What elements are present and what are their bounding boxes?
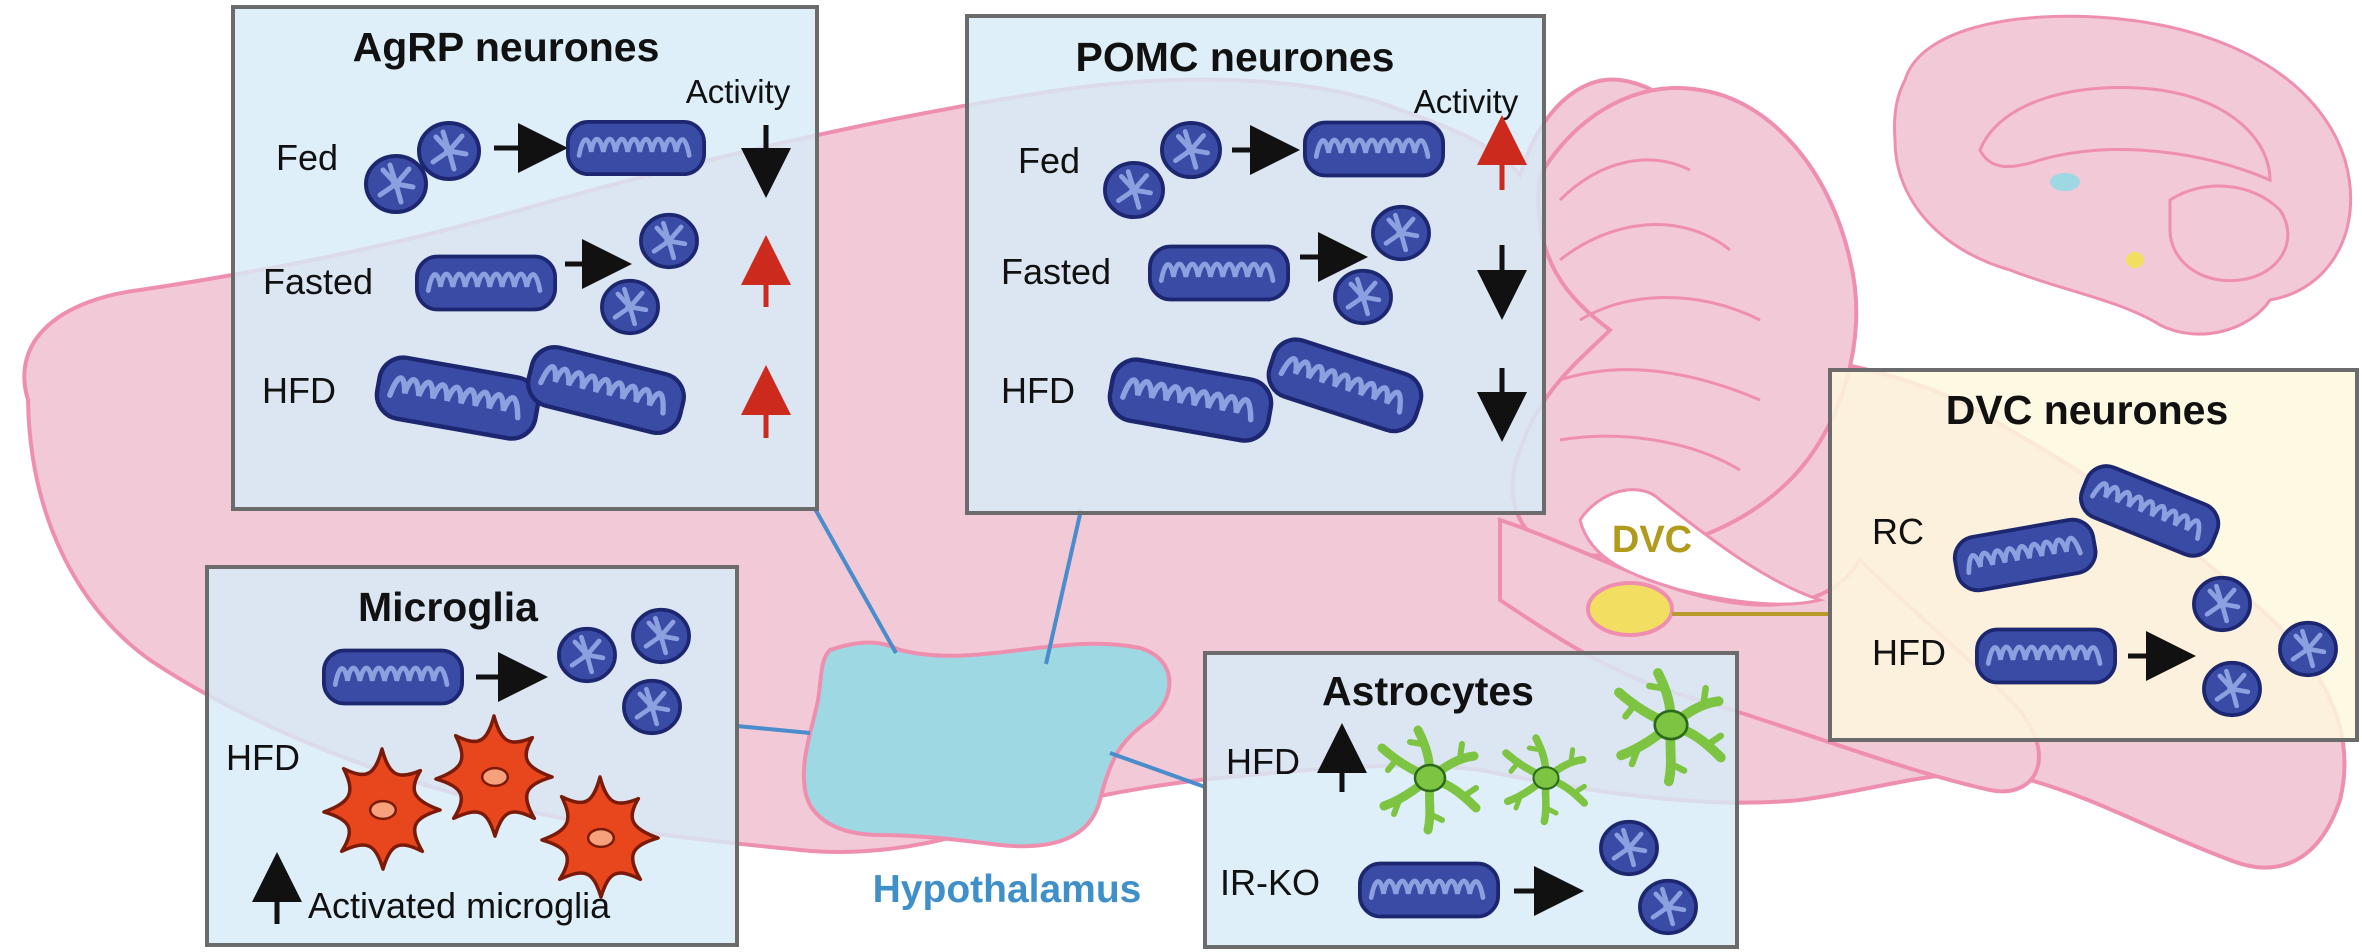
- mitochondrion-small: [1105, 163, 1163, 217]
- cerebellum-shape: [1510, 86, 1859, 558]
- dvc-panel: DVC neurones RC HFD: [1828, 368, 2359, 742]
- astrocytes-condition-hfd: HFD: [1226, 741, 1300, 782]
- agrp-condition-fasted: Fasted: [263, 261, 373, 302]
- mitochondrion-small: [1601, 822, 1657, 874]
- connector-pomc: [1044, 509, 1083, 665]
- connector-microglia: [736, 724, 811, 735]
- mitochondrion-small: [1335, 271, 1391, 323]
- microglia-title: Microglia: [358, 584, 539, 630]
- mitochondrion-small: [641, 215, 697, 267]
- dvc-region: DVC: [1586, 519, 1830, 637]
- pomc-condition-hfd: HFD: [1001, 370, 1075, 411]
- connector-astrocytes: [1109, 751, 1206, 789]
- mitochondrion-small: [1640, 881, 1696, 933]
- dvc-label: DVC: [1612, 519, 1692, 561]
- astrocytes-title: Astrocytes: [1322, 668, 1534, 714]
- mitochondrion-elongated: [417, 256, 555, 309]
- mitochondrion-elongated: [1150, 246, 1288, 299]
- fourth-ventricle-notch: [1578, 488, 1826, 606]
- mitochondrion-small: [559, 629, 615, 681]
- agrp-panel: AgRP neurones Activity Fed Fasted HFD: [231, 5, 819, 511]
- mitochondrion-small: [1162, 123, 1220, 177]
- mitochondrion-small: [1373, 207, 1429, 259]
- mitochondrion-small: [602, 281, 658, 333]
- agrp-title: AgRP neurones: [353, 24, 660, 70]
- pomc-activity-label: Activity: [1414, 83, 1519, 120]
- mitochondrion-small: [419, 123, 479, 179]
- brain-inset-icon: [1893, 14, 2353, 336]
- mitochondrion-elongated: [1360, 863, 1498, 916]
- agrp-activity-label: Activity: [686, 73, 791, 110]
- cerebellum-folds: [1558, 158, 1761, 472]
- hypothalamus-label: Hypothalamus: [873, 868, 1142, 911]
- astrocytes-panel: Astrocytes HFD IR-KO: [1203, 651, 1739, 949]
- mitochondrion-small: [2204, 663, 2260, 715]
- connector-agrp: [812, 506, 898, 654]
- mitochondrion-elongated: [568, 122, 704, 174]
- pomc-panel: POMC neurones Activity Fed Fasted HFD: [965, 14, 1546, 515]
- mitochondrion-elongated: [324, 650, 462, 703]
- dvc-shape: [1586, 581, 1674, 637]
- dvc-panel-title: DVC neurones: [1946, 387, 2229, 433]
- mitochondrion-elongated: [1977, 629, 2115, 682]
- mitochondrion-small: [2280, 623, 2336, 675]
- agrp-condition-hfd: HFD: [262, 370, 336, 411]
- dvc-condition-rc: RC: [1872, 511, 1924, 552]
- hypothalamus-shape: [801, 640, 1172, 849]
- astrocytes-condition-irko: IR-KO: [1220, 862, 1320, 903]
- agrp-condition-fed: Fed: [276, 137, 338, 178]
- mitochondrion-elongated: [1305, 122, 1443, 175]
- pomc-title: POMC neurones: [1076, 34, 1395, 80]
- microglia-note: Activated microglia: [308, 885, 611, 926]
- hypothalamus-region: Hypothalamus: [801, 640, 1172, 911]
- microglia-condition-hfd: HFD: [226, 737, 300, 778]
- mitochondrion-small: [633, 610, 689, 662]
- mitochondrion-small: [624, 681, 680, 733]
- hypothalamus-connectors: [736, 506, 1206, 789]
- dvc-condition-hfd: HFD: [1872, 632, 1946, 673]
- pomc-condition-fed: Fed: [1018, 140, 1080, 181]
- mitochondrion-small: [2194, 578, 2250, 630]
- microglia-panel: Microglia HFD Activated microglia: [205, 565, 739, 947]
- pomc-condition-fasted: Fasted: [1001, 251, 1111, 292]
- mitochondrion-small: [366, 156, 426, 212]
